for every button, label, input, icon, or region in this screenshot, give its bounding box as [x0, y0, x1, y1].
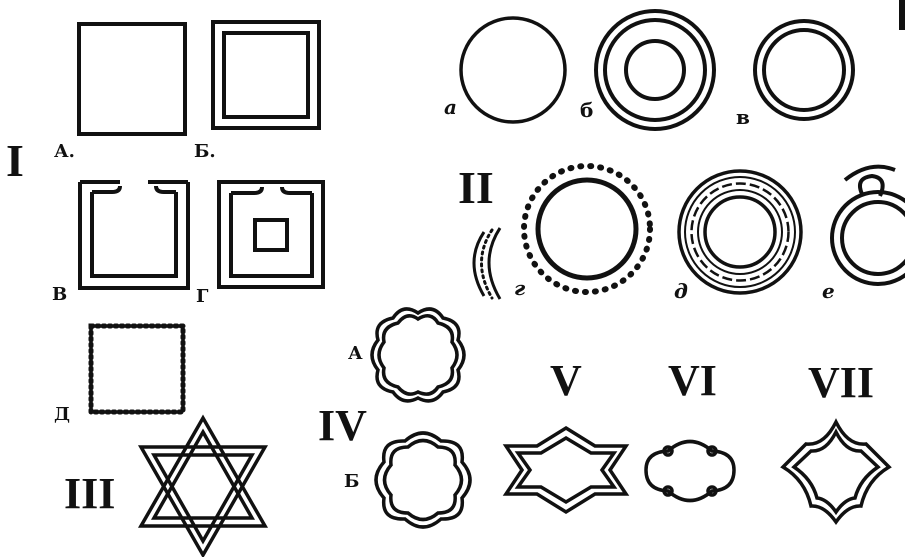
label-rosette-b: Б — [344, 471, 359, 492]
label-circle-v: в — [736, 105, 750, 129]
group-v: V — [506, 356, 626, 512]
circle-g — [524, 166, 650, 292]
edge-mark — [899, 0, 905, 30]
circle-d — [679, 171, 801, 293]
square-a — [79, 24, 185, 134]
circle-v — [755, 21, 853, 119]
hexagram — [141, 418, 265, 555]
group-vi: VI — [646, 356, 734, 501]
label-rosette-a: А — [348, 343, 363, 364]
square-g — [219, 182, 323, 287]
cusped-oval — [646, 442, 734, 501]
square-b — [213, 22, 319, 128]
roman-numeral-iv: IV — [318, 401, 367, 450]
roman-numeral-vii: VII — [808, 358, 874, 407]
quatrefoil — [783, 422, 889, 522]
square-v — [80, 182, 188, 288]
rosette-a — [372, 309, 464, 401]
group-iv: IV А Б — [318, 309, 470, 527]
group-ii: II а б в г — [444, 11, 905, 303]
roman-numeral-i: I — [6, 135, 24, 186]
group-i: I А. Б. В Г Д — [6, 22, 323, 425]
label-circle-g: г — [514, 276, 526, 300]
label-square-v: В — [52, 284, 67, 305]
roman-numeral-iii: III — [64, 469, 115, 518]
group-iii: III — [64, 418, 265, 555]
label-circle-a: а — [444, 95, 457, 119]
roman-numeral-ii: II — [458, 162, 494, 213]
label-square-d: Д — [54, 404, 70, 425]
square-d-dotted — [91, 326, 183, 412]
roman-numeral-v: V — [550, 356, 582, 405]
arc-fragment — [474, 228, 500, 299]
group-vii: VII — [783, 358, 889, 522]
rosette-b — [376, 433, 470, 527]
label-circle-e: е — [822, 279, 835, 303]
label-square-b: Б. — [194, 141, 216, 162]
circle-b — [596, 11, 714, 129]
circle-a — [461, 18, 565, 122]
label-square-a: А. — [54, 141, 75, 162]
label-square-g: Г — [196, 286, 209, 307]
label-circle-b: б — [580, 98, 593, 122]
star-frame — [506, 428, 626, 512]
label-circle-d: д — [674, 279, 688, 303]
circle-e — [832, 167, 905, 284]
roman-numeral-vi: VI — [668, 356, 717, 405]
